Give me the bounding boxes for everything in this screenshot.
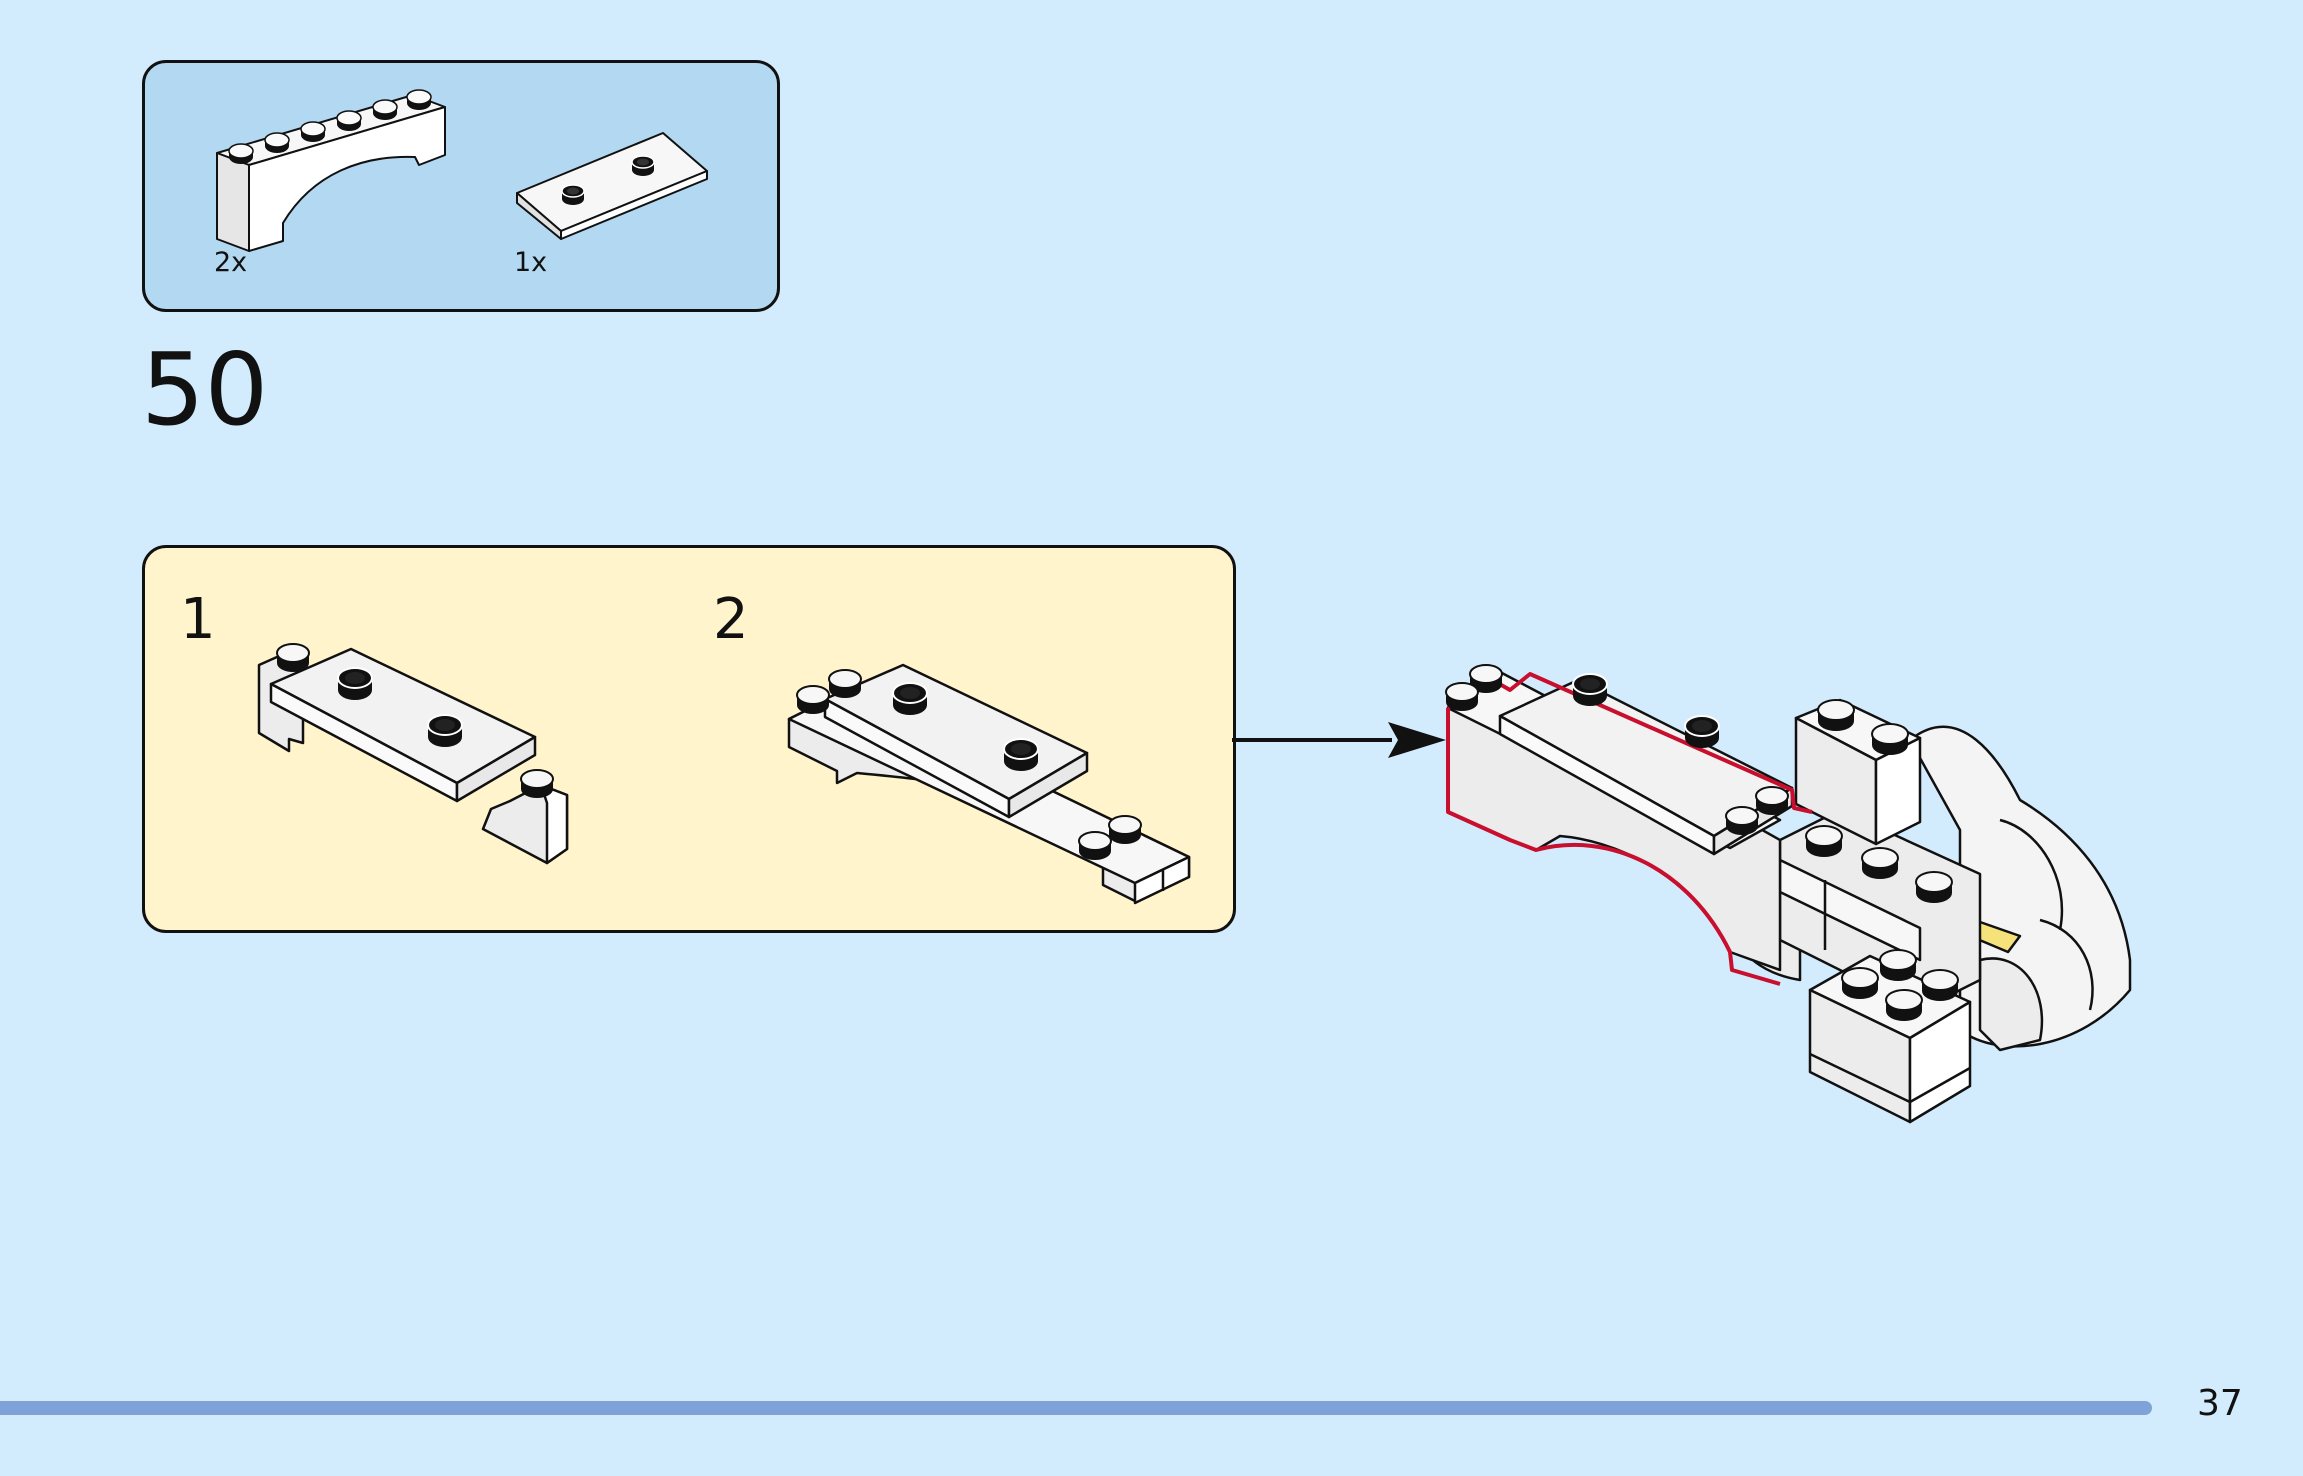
substep-1-assembly-icon [257, 643, 569, 865]
main-model-icon [1445, 664, 2132, 1124]
part-quantity: 2x [214, 247, 248, 278]
substep-number: 1 [180, 587, 216, 652]
substep-2-assembly-icon [787, 663, 1191, 905]
substep-number: 2 [713, 587, 749, 652]
parts-list-box: 2x 1x [142, 60, 780, 312]
step-number: 50 [141, 331, 269, 448]
part-quantity: 1x [514, 247, 548, 278]
page-number: 37 [2197, 1383, 2243, 1424]
studs [228, 89, 432, 164]
footer-progress-bar [0, 1401, 2152, 1415]
plate-icon [516, 132, 708, 240]
right-arrow-icon [1232, 722, 1446, 758]
arch-brick-icon [216, 89, 446, 252]
substep-box: 1 2 [142, 545, 1236, 933]
